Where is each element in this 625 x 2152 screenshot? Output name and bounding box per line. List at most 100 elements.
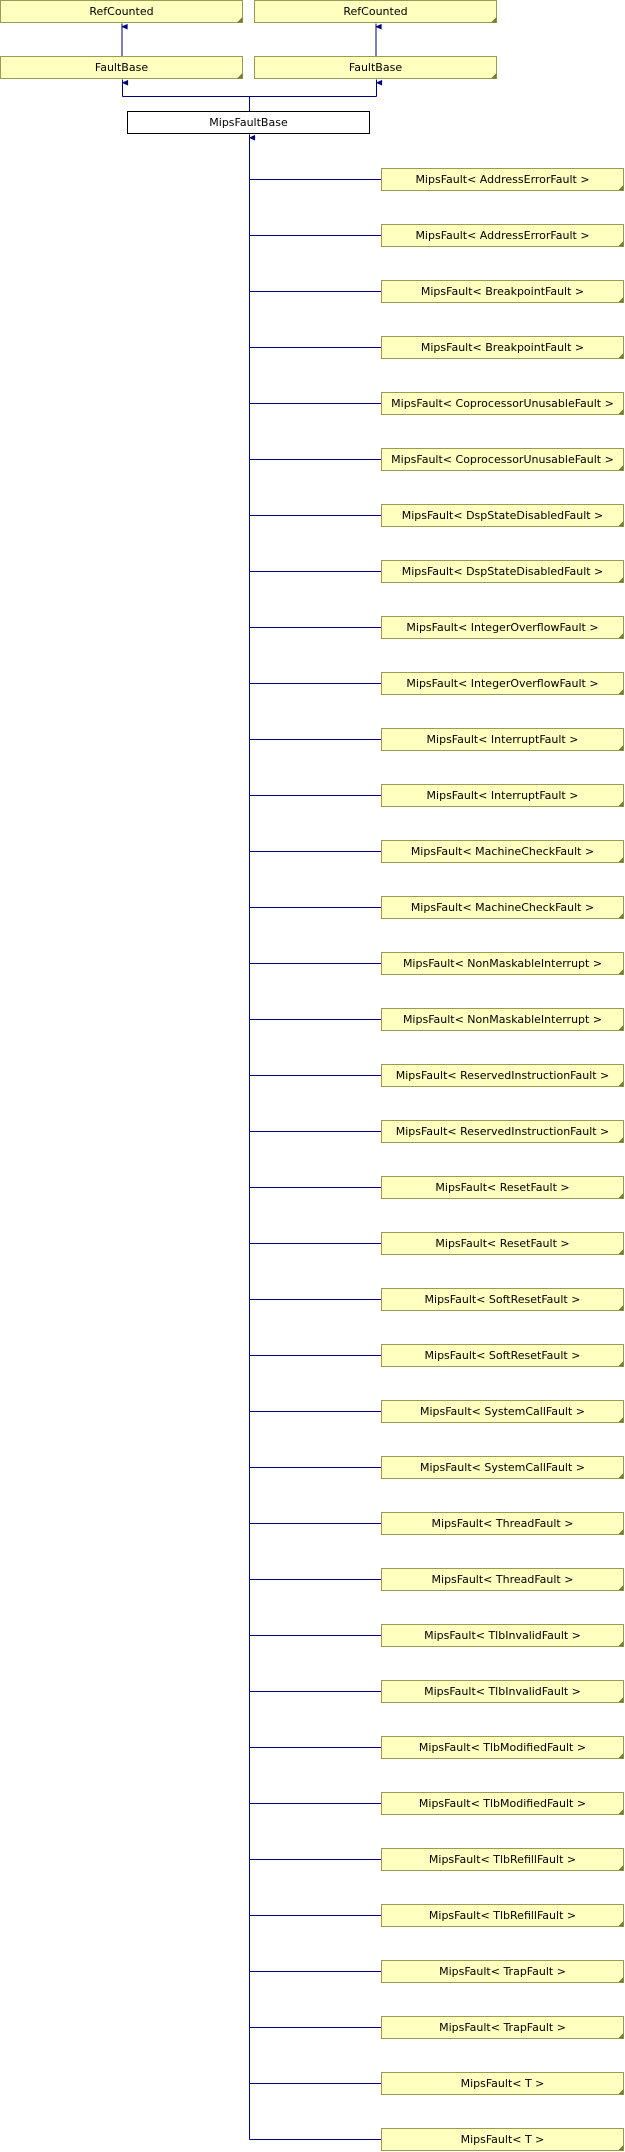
corner-mark-icon xyxy=(618,1361,624,1367)
corner-mark-icon xyxy=(618,1697,624,1703)
node-derived-17[interactable]: MipsFault< ReservedInstructionFault > xyxy=(381,1064,624,1087)
node-derived-16-box xyxy=(381,1008,624,1031)
corner-mark-icon xyxy=(237,73,243,79)
node-derived-30-label: MipsFault< TlbModifiedFault > xyxy=(419,1797,586,1810)
node-derived-15[interactable]: MipsFault< NonMaskableInterrupt > xyxy=(381,952,624,975)
node-derived-23[interactable]: MipsFault< SystemCallFault > xyxy=(381,1400,624,1423)
node-derived-25[interactable]: MipsFault< ThreadFault > xyxy=(381,1512,624,1535)
node-derived-36[interactable]: MipsFault< T > xyxy=(381,2128,624,2151)
corner-mark-icon xyxy=(618,2145,624,2151)
node-derived-26[interactable]: MipsFault< ThreadFault > xyxy=(381,1568,624,1591)
node-derived-1[interactable]: MipsFault< AddressErrorFault > xyxy=(381,168,624,191)
node-derived-24[interactable]: MipsFault< SystemCallFault > xyxy=(381,1456,624,1479)
node-derived-3[interactable]: MipsFault< BreakpointFault > xyxy=(381,280,624,303)
node-derived-20[interactable]: MipsFault< ResetFault > xyxy=(381,1232,624,1255)
node-derived-16[interactable]: MipsFault< NonMaskableInterrupt > xyxy=(381,1008,624,1031)
node-derived-34-label: MipsFault< TrapFault > xyxy=(439,2021,566,2034)
node-mipsfaultbase-box xyxy=(127,111,370,134)
corner-mark-icon xyxy=(618,241,624,247)
corner-mark-icon xyxy=(618,1865,624,1871)
node-derived-20-box xyxy=(381,1232,624,1255)
corner-mark-icon xyxy=(618,185,624,191)
node-derived-19-box xyxy=(381,1176,624,1199)
corner-mark-icon xyxy=(618,1529,624,1535)
node-refcounted-2[interactable]: RefCounted xyxy=(254,0,497,23)
node-derived-20-label: MipsFault< ResetFault > xyxy=(435,1237,569,1250)
corner-mark-icon xyxy=(618,409,624,415)
node-derived-21-box xyxy=(381,1288,624,1311)
node-derived-27[interactable]: MipsFault< TlbInvalidFault > xyxy=(381,1624,624,1647)
corner-mark-icon xyxy=(618,1249,624,1255)
inheritance-edges xyxy=(121,23,383,2140)
node-derived-1-label: MipsFault< AddressErrorFault > xyxy=(415,173,589,186)
node-derived-11[interactable]: MipsFault< InterruptFault > xyxy=(381,728,624,751)
corner-mark-icon xyxy=(618,577,624,583)
node-faultbase-1-label: FaultBase xyxy=(95,61,148,74)
node-derived-22[interactable]: MipsFault< SoftResetFault > xyxy=(381,1344,624,1367)
node-derived-1-box xyxy=(381,168,624,191)
node-refcounted-1-box xyxy=(0,0,243,23)
node-derived-31[interactable]: MipsFault< TlbRefillFault > xyxy=(381,1848,624,1871)
corner-mark-icon xyxy=(618,913,624,919)
corner-mark-icon xyxy=(491,17,497,23)
node-derived-18[interactable]: MipsFault< ReservedInstructionFault > xyxy=(381,1120,624,1143)
node-derived-29-label: MipsFault< TlbModifiedFault > xyxy=(419,1741,586,1754)
corner-mark-icon xyxy=(618,1025,624,1031)
node-derived-11-label: MipsFault< InterruptFault > xyxy=(427,733,579,746)
node-derived-19[interactable]: MipsFault< ResetFault > xyxy=(381,1176,624,1199)
node-derived-4[interactable]: MipsFault< BreakpointFault > xyxy=(381,336,624,359)
node-derived-25-label: MipsFault< ThreadFault > xyxy=(432,1517,574,1530)
node-derived-33[interactable]: MipsFault< TrapFault > xyxy=(381,1960,624,1983)
corner-mark-icon xyxy=(618,521,624,527)
node-mipsfaultbase-label: MipsFaultBase xyxy=(209,116,288,129)
node-derived-7[interactable]: MipsFault< DspStateDisabledFault > xyxy=(381,504,624,527)
node-derived-32[interactable]: MipsFault< TlbRefillFault > xyxy=(381,1904,624,1927)
node-refcounted-1-label: RefCounted xyxy=(89,5,153,18)
node-derived-8-label: MipsFault< DspStateDisabledFault > xyxy=(402,565,604,578)
node-derived-23-label: MipsFault< SystemCallFault > xyxy=(420,1405,585,1418)
node-derived-15-label: MipsFault< NonMaskableInterrupt > xyxy=(403,957,602,970)
corner-mark-icon xyxy=(618,1585,624,1591)
node-derived-32-label: MipsFault< TlbRefillFault > xyxy=(429,1909,576,1922)
node-derived-22-label: MipsFault< SoftResetFault > xyxy=(425,1349,581,1362)
node-derived-13-box xyxy=(381,840,624,863)
node-derived-10[interactable]: MipsFault< IntegerOverflowFault > xyxy=(381,672,624,695)
node-derived-5[interactable]: MipsFault< CoprocessorUnusableFault > xyxy=(381,392,624,415)
node-faultbase-2[interactable]: FaultBase xyxy=(254,56,497,79)
node-derived-16-label: MipsFault< NonMaskableInterrupt > xyxy=(403,1013,602,1026)
node-derived-8[interactable]: MipsFault< DspStateDisabledFault > xyxy=(381,560,624,583)
node-derived-35[interactable]: MipsFault< T > xyxy=(381,2072,624,2095)
node-derived-21[interactable]: MipsFault< SoftResetFault > xyxy=(381,1288,624,1311)
node-derived-15-box xyxy=(381,952,624,975)
corner-mark-icon xyxy=(237,17,243,23)
corner-mark-icon xyxy=(618,1473,624,1479)
node-faultbase-1[interactable]: FaultBase xyxy=(0,56,243,79)
node-derived-24-label: MipsFault< SystemCallFault > xyxy=(420,1461,585,1474)
node-derived-9-box xyxy=(381,616,624,639)
node-derived-7-label: MipsFault< DspStateDisabledFault > xyxy=(402,509,604,522)
corner-mark-icon xyxy=(491,73,497,79)
node-derived-14[interactable]: MipsFault< MachineCheckFault > xyxy=(381,896,624,919)
node-derived-2[interactable]: MipsFault< AddressErrorFault > xyxy=(381,224,624,247)
node-derived-6[interactable]: MipsFault< CoprocessorUnusableFault > xyxy=(381,448,624,471)
node-derived-33-label: MipsFault< TrapFault > xyxy=(439,1965,566,1978)
corner-mark-icon xyxy=(618,297,624,303)
node-derived-36-box xyxy=(381,2128,624,2151)
node-derived-13[interactable]: MipsFault< MachineCheckFault > xyxy=(381,840,624,863)
node-derived-28[interactable]: MipsFault< TlbInvalidFault > xyxy=(381,1680,624,1703)
node-mipsfaultbase[interactable]: MipsFaultBase xyxy=(127,111,370,134)
node-derived-23-box xyxy=(381,1400,624,1423)
node-derived-14-box xyxy=(381,896,624,919)
node-refcounted-1[interactable]: RefCounted xyxy=(0,0,243,23)
node-derived-35-box xyxy=(381,2072,624,2095)
node-derived-18-box xyxy=(381,1120,624,1143)
node-derived-9[interactable]: MipsFault< IntegerOverflowFault > xyxy=(381,616,624,639)
node-derived-34[interactable]: MipsFault< TrapFault > xyxy=(381,2016,624,2039)
node-derived-3-box xyxy=(381,280,624,303)
corner-mark-icon xyxy=(618,1081,624,1087)
node-derived-4-box xyxy=(381,336,624,359)
node-derived-29[interactable]: MipsFault< TlbModifiedFault > xyxy=(381,1736,624,1759)
node-derived-2-label: MipsFault< AddressErrorFault > xyxy=(415,229,589,242)
node-derived-12[interactable]: MipsFault< InterruptFault > xyxy=(381,784,624,807)
node-derived-30[interactable]: MipsFault< TlbModifiedFault > xyxy=(381,1792,624,1815)
